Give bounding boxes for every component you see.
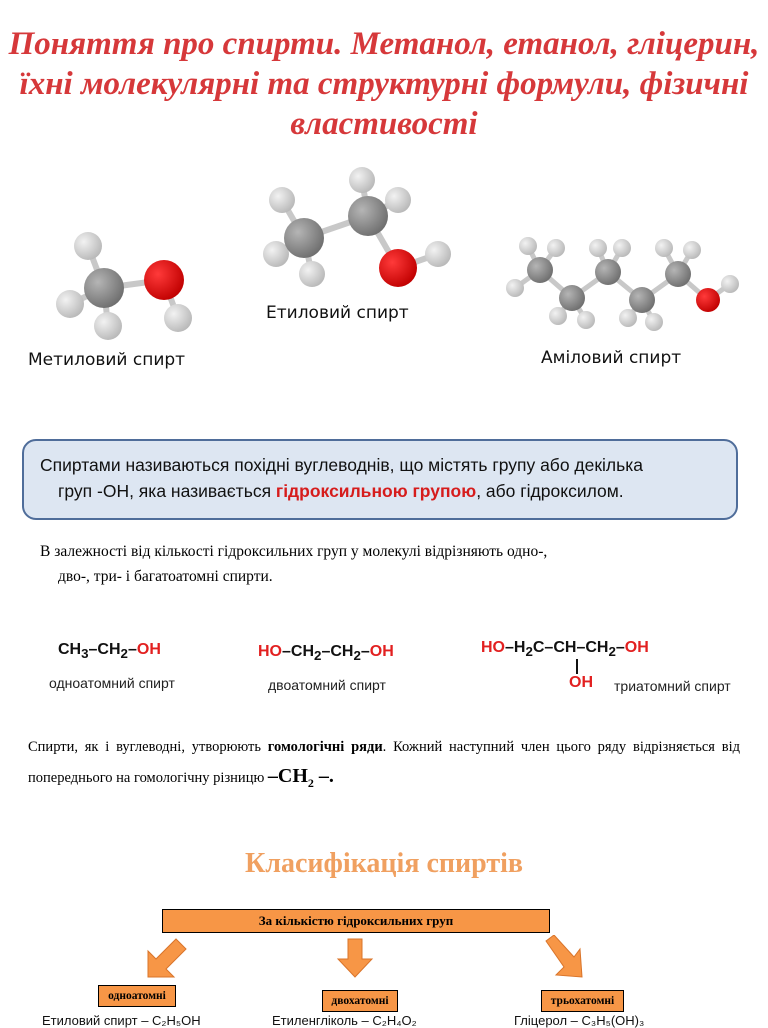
hydroxyl-highlight: гідроксильною групою [275, 481, 477, 501]
dihydric-class-box: двохатомні [322, 990, 398, 1012]
homologous-difference: –СН2 –. [267, 765, 334, 790]
methanol-model [56, 232, 192, 340]
definition-line2: груп -ОН, яка називається гідроксильною … [58, 481, 624, 501]
dihydric-formula: HO–CH2–CH2–OH [258, 643, 394, 664]
monohydric-class-box: одноатомні [98, 985, 176, 1007]
amyl-alcohol-model [506, 237, 739, 331]
homologous-series-paragraph: Спирти, як і вуглеводні, утворюють гомол… [28, 739, 740, 790]
amyl-alcohol-label: Аміловий спирт [541, 348, 682, 368]
molecule-models [56, 167, 739, 340]
trihydric-caption: триатомний спирт [614, 678, 731, 694]
definition-text: Спиртами називаються похідні вуглеводнів… [40, 452, 740, 504]
classification-criterion-box: За кількістю гідроксильних груп [162, 909, 550, 933]
classification-paragraph: В залежності від кількості гідроксильних… [40, 543, 548, 585]
trihydric-middle-oh: OH [569, 674, 593, 691]
monohydric-formula: CH3–CH2–OH [58, 641, 161, 662]
homologous-bold: гомологічні ряди [267, 739, 383, 755]
trihydric-formula: HO–H2C–CH–CH2–OH [481, 639, 649, 660]
methanol-label: Метиловий спирт [28, 350, 186, 370]
trihydric-example: Гліцерол – C₃H₅(OH)₃ [514, 1013, 645, 1028]
trihydric-class-box: трьохатомні [541, 990, 624, 1012]
definition-line1: Спиртами називаються похідні вуглеводнів… [40, 455, 644, 475]
classification-title: Класифікація спиртів [244, 848, 524, 879]
arrow-down-icon [336, 938, 374, 978]
arrow-left-icon [147, 938, 187, 978]
dihydric-example: Етиленгліколь – C₂H₄O₂ [272, 1013, 417, 1028]
trihydric-bond [576, 659, 578, 674]
monohydric-example: Етиловий спирт – C₂H₅OH [42, 1013, 201, 1028]
dihydric-caption: двоатомний спирт [268, 677, 386, 693]
page-title: Поняття про спирти. Метанол, етанол, глі… [8, 26, 760, 142]
definition-box [22, 439, 738, 520]
ethanol-model [263, 167, 451, 287]
classification-arrows [147, 935, 583, 978]
ethanol-label: Етиловий спирт [266, 303, 409, 323]
arrow-right-icon [545, 935, 583, 978]
monohydric-caption: одноатомний спирт [49, 675, 175, 691]
